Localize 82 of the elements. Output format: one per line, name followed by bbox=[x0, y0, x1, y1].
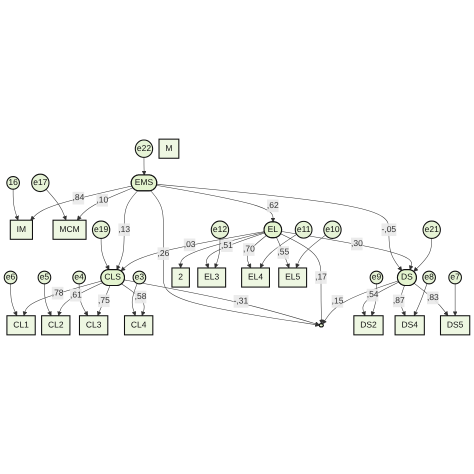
arrow bbox=[12, 188, 19, 220]
node-box: EL3 bbox=[197, 267, 226, 288]
arrow bbox=[100, 238, 110, 270]
node-circle: e17 bbox=[31, 174, 50, 192]
node-box: DS4 bbox=[394, 315, 425, 336]
node-circle: e6 bbox=[4, 270, 18, 284]
node-box: IM bbox=[10, 220, 33, 240]
arrow bbox=[414, 283, 428, 316]
node-box: 2 bbox=[171, 267, 190, 288]
arrow bbox=[156, 184, 402, 271]
edge-label: ,87 bbox=[392, 296, 405, 306]
node-circle: e11 bbox=[294, 220, 313, 239]
arrow bbox=[46, 189, 67, 220]
arrow bbox=[280, 234, 324, 324]
node-box: CL1 bbox=[6, 315, 36, 336]
arrow bbox=[204, 232, 266, 268]
node-circle: e3 bbox=[132, 270, 146, 284]
edge-label: ,58 bbox=[134, 292, 146, 302]
edge-label: ,51 bbox=[221, 240, 233, 250]
node-circle: e5 bbox=[38, 270, 52, 284]
node-circle: e12 bbox=[210, 220, 230, 239]
edge-label: ,61 bbox=[70, 290, 82, 300]
arrow bbox=[414, 283, 448, 316]
edge-label: ,54 bbox=[366, 290, 379, 300]
node-circle: e4 bbox=[72, 270, 86, 284]
edge-label: ,78 bbox=[52, 288, 64, 298]
node-box: MCM bbox=[52, 220, 87, 240]
arrow bbox=[150, 190, 320, 327]
edge-label: ,15 bbox=[332, 296, 344, 306]
arrow bbox=[116, 190, 138, 270]
arrow bbox=[178, 232, 265, 268]
edge-label: -,05 bbox=[382, 224, 396, 234]
arrow bbox=[76, 188, 134, 220]
edge-label: ,03 bbox=[184, 240, 196, 250]
node-box: M bbox=[158, 138, 180, 159]
node-circle: e9 bbox=[370, 270, 384, 284]
arrow bbox=[120, 231, 265, 272]
arrow bbox=[30, 186, 132, 220]
node-circle: e7 bbox=[448, 270, 462, 284]
arrow bbox=[97, 286, 110, 316]
edge-label: ,84 bbox=[72, 193, 84, 202]
node-circle: e8 bbox=[422, 270, 436, 284]
arrow bbox=[281, 231, 414, 270]
arrow bbox=[122, 284, 146, 316]
edge-label: ,13 bbox=[118, 224, 130, 234]
edge-label: ,55 bbox=[277, 248, 290, 257]
node-circle: e21 bbox=[422, 220, 441, 239]
node-circle: e22 bbox=[134, 140, 154, 158]
edge-label: ,30 bbox=[350, 239, 363, 248]
node-circle: e19 bbox=[92, 220, 110, 239]
arrow bbox=[10, 284, 18, 316]
arrow bbox=[276, 237, 290, 268]
node-box: EL4 bbox=[241, 267, 270, 288]
edge-label: ,10 bbox=[96, 196, 108, 205]
node-box: EL5 bbox=[278, 267, 308, 288]
edge-label: ,75 bbox=[98, 296, 110, 306]
node-circle: e10 bbox=[323, 220, 342, 239]
arrow bbox=[400, 285, 406, 316]
arrow bbox=[295, 234, 326, 268]
edge-label: ,17 bbox=[315, 272, 327, 282]
arrow bbox=[246, 235, 267, 268]
edge-label: ,83 bbox=[426, 293, 439, 302]
edge-label: -,31 bbox=[234, 296, 248, 306]
edge-label: ,70 bbox=[242, 244, 255, 254]
node-box: DS2 bbox=[353, 315, 384, 336]
node-box: CL4 bbox=[124, 315, 154, 336]
arrow bbox=[322, 280, 399, 324]
arrow bbox=[156, 185, 276, 222]
node-box: CL3 bbox=[78, 315, 108, 336]
arrow bbox=[260, 234, 297, 268]
edge-label: ,62 bbox=[266, 201, 279, 210]
arrow bbox=[413, 238, 432, 272]
node-box: DS5 bbox=[440, 315, 470, 336]
arrow bbox=[132, 283, 138, 316]
arrow bbox=[142, 157, 146, 176]
arrow bbox=[124, 280, 320, 326]
edge-label: ,26 bbox=[158, 248, 170, 258]
arrow bbox=[44, 284, 52, 316]
node-circle: 16 bbox=[6, 176, 20, 190]
arrow bbox=[452, 284, 458, 316]
node-box: CL2 bbox=[41, 315, 70, 336]
arrow bbox=[214, 238, 220, 268]
